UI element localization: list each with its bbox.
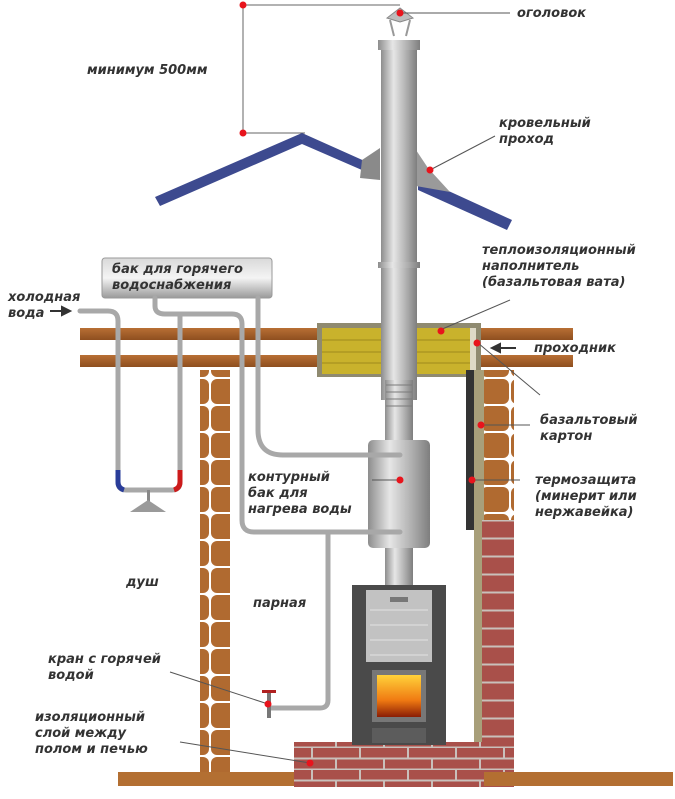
- right-wall: [466, 370, 514, 750]
- leader-lines: [169, 12, 541, 764]
- shower-head: [115, 470, 183, 512]
- chimney: [378, 7, 420, 440]
- label-loop-tank: контурный бак для нагрева воды: [248, 470, 352, 517]
- label-cold-water: холодная вода: [8, 290, 81, 321]
- water-pipes: [77, 295, 403, 711]
- label-heat-shield: термозащита (минерит или нержавейка): [535, 473, 637, 520]
- label-min-height: минимум 500мм: [87, 63, 208, 78]
- label-chimney-cap: оголовок: [517, 6, 587, 21]
- label-hot-tap: кран с горячей водой: [48, 652, 161, 683]
- label-hot-water-tank: бак для горячего водоснабжения: [112, 262, 243, 293]
- roof: [155, 133, 512, 230]
- label-floor-insulation: изоляционный слой между полом и печью: [35, 710, 148, 757]
- min-height-dimension: [239, 1, 400, 137]
- label-ceiling-pass: проходник: [534, 341, 616, 356]
- label-steam-room: парная: [253, 596, 307, 611]
- label-roof-pass: кровельный проход: [499, 116, 591, 147]
- marker-dot: [239, 1, 247, 9]
- marker-dots: [264, 9, 485, 767]
- label-basalt-board: базальтовый картон: [540, 413, 638, 444]
- fire-window: [377, 675, 421, 717]
- roof-pass: [360, 148, 380, 180]
- stove: [352, 585, 446, 745]
- arrows: [50, 305, 516, 354]
- hot-water-tank: [101, 257, 273, 299]
- label-insulation-filler: теплоизоляционный наполнитель (базальтов…: [482, 243, 636, 290]
- marker-dot: [239, 129, 247, 137]
- label-shower: душ: [126, 575, 159, 590]
- log-wall-left: [200, 370, 230, 780]
- loop-tank: [368, 440, 430, 588]
